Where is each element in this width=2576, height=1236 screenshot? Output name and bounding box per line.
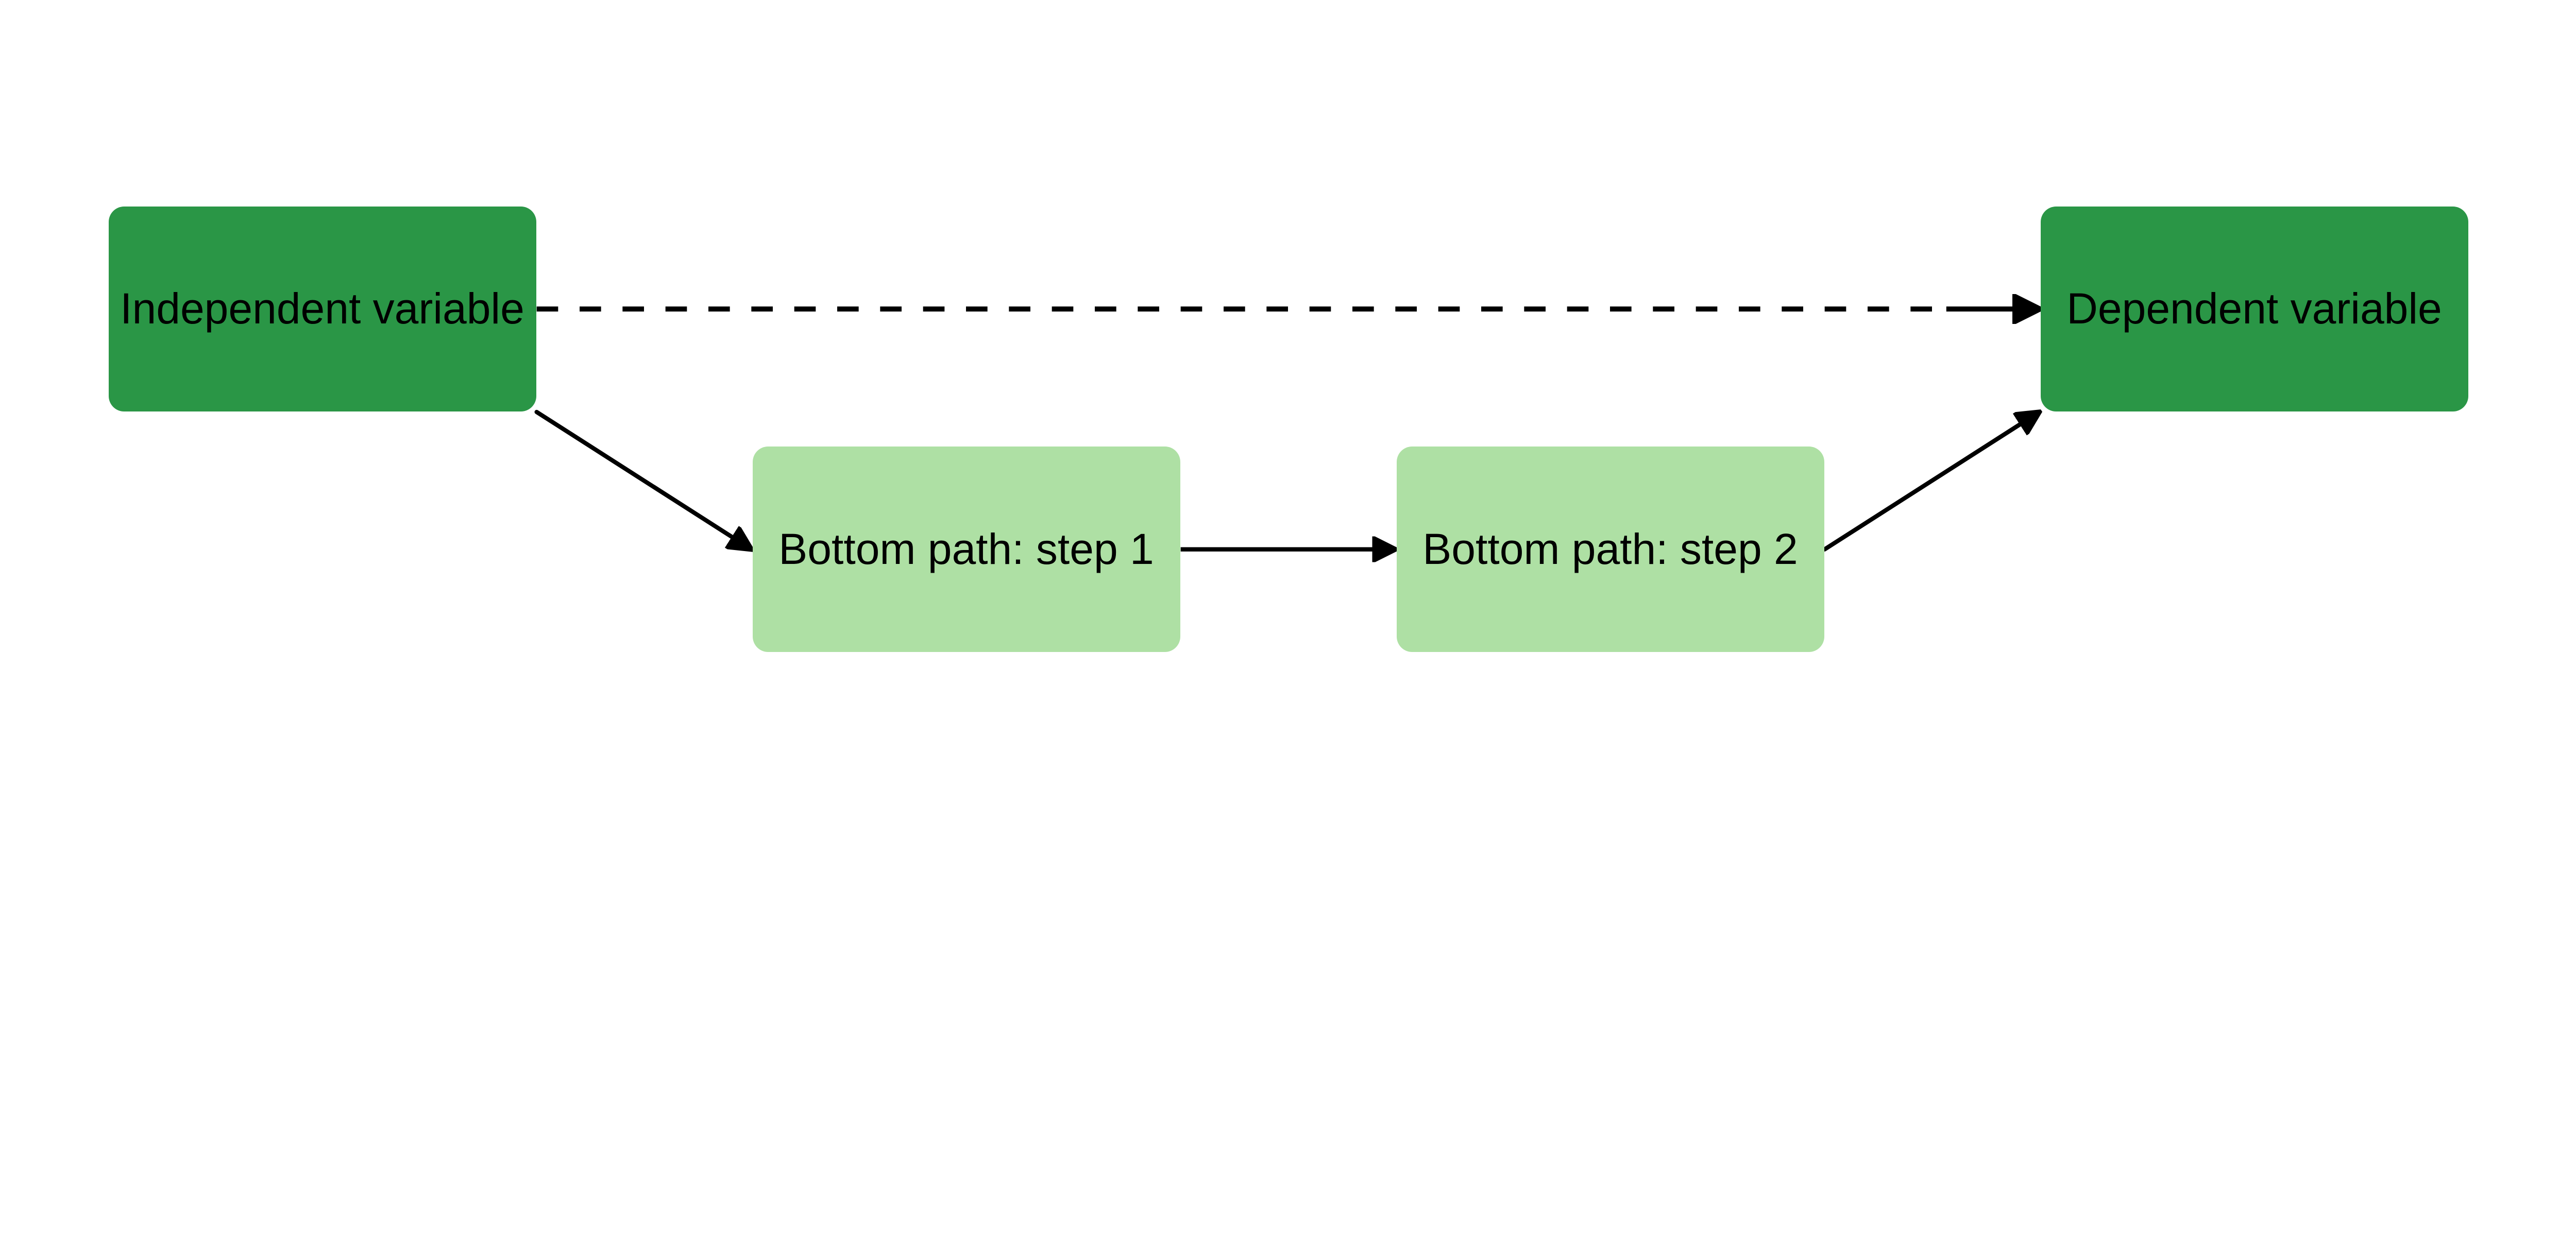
node-dependent-variable: Dependent variable: [2040, 206, 2468, 411]
edges-layer: [534, 0, 2576, 859]
node-independent-variable: Independent variable: [108, 206, 536, 411]
diagram: Independent variable Bottom path: step 1…: [108, 0, 2576, 859]
node-label: Bottom path: step 2: [1422, 524, 1798, 573]
node-label: Dependent variable: [2066, 284, 2442, 333]
node-bottom-path-step-2: Bottom path: step 2: [1396, 447, 1824, 652]
edge-independent-to-step1: [534, 409, 752, 550]
node-label: Independent variable: [120, 284, 524, 333]
node-bottom-path-step-1: Bottom path: step 1: [752, 447, 1180, 652]
edge-step2-to-dependent: [1822, 412, 2040, 552]
node-label: Bottom path: step 1: [778, 524, 1154, 573]
